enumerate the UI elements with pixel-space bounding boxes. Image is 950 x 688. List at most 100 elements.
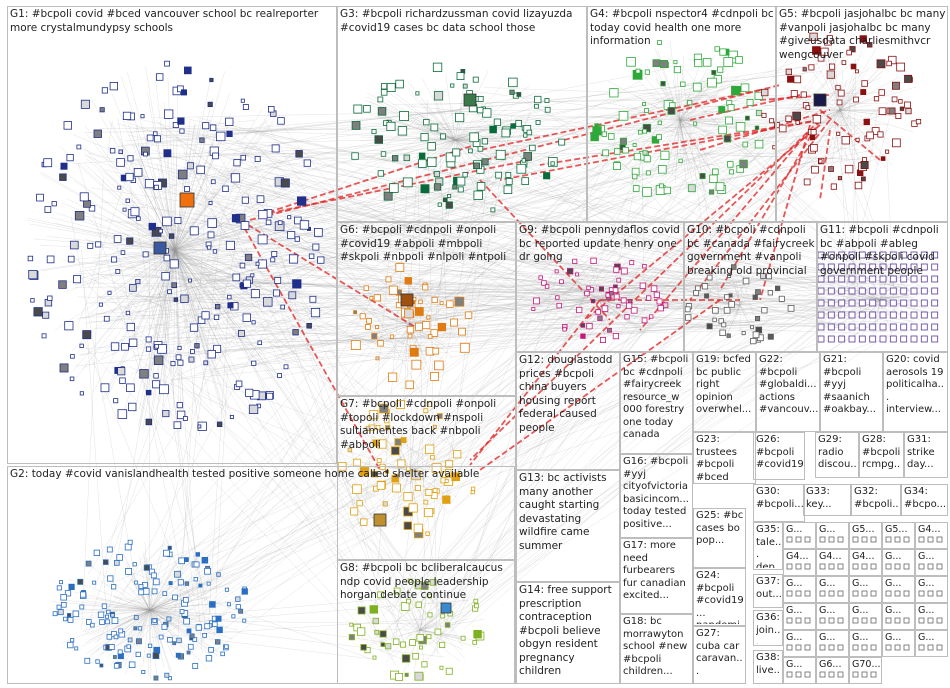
node-vertex	[103, 315, 110, 322]
node-vertex	[169, 259, 179, 269]
node-vertex	[56, 585, 62, 591]
edge-line	[174, 249, 234, 421]
node-vertex	[179, 609, 185, 614]
edge-line	[141, 249, 176, 337]
edge-line	[394, 469, 411, 529]
node-vertex	[168, 581, 173, 586]
edge-line-highlight	[819, 129, 831, 201]
edge-line	[454, 139, 499, 162]
edge-line	[679, 66, 700, 121]
edge-line	[436, 328, 860, 484]
node-vertex	[280, 304, 285, 310]
node-vertex	[516, 92, 522, 97]
node-vertex	[433, 171, 440, 178]
edge-line	[174, 122, 196, 251]
node-vertex	[477, 96, 484, 102]
edge-line	[145, 130, 720, 303]
node-vertex	[152, 652, 160, 660]
node-vertex	[167, 637, 173, 643]
edge-line	[673, 79, 681, 121]
edge-line	[267, 230, 380, 466]
edge-line	[73, 284, 763, 288]
edge-line	[132, 318, 703, 357]
edge-line	[454, 139, 497, 166]
edge-line	[174, 249, 194, 292]
edge-line	[355, 306, 411, 326]
node-vertex	[159, 384, 169, 395]
edge-line	[174, 249, 263, 370]
edge-line	[837, 284, 881, 301]
edge-line	[599, 259, 628, 301]
edge-line	[879, 299, 932, 314]
node-vertex	[209, 77, 214, 83]
edge-line	[398, 177, 909, 290]
edge-line	[161, 308, 604, 598]
node-vertex	[117, 185, 122, 190]
edge-line	[879, 266, 907, 301]
edge-line	[174, 175, 185, 251]
edge-line	[125, 157, 768, 314]
edge-line	[149, 609, 206, 617]
node-vertex	[154, 343, 160, 349]
edge-line	[839, 76, 900, 111]
mini-group-box: G...	[816, 603, 849, 630]
node-vertex	[287, 231, 296, 240]
node-vertex	[79, 391, 84, 396]
mini-group-label: G...	[819, 524, 836, 535]
edge-line	[832, 136, 891, 274]
edge-line	[174, 158, 215, 251]
edge-line	[839, 88, 896, 111]
edge-line-highlight	[239, 219, 421, 331]
node-vertex	[164, 672, 170, 678]
edge-line	[409, 443, 441, 471]
node-vertex	[208, 201, 213, 205]
edge-line	[383, 139, 456, 154]
edge-line	[416, 116, 513, 632]
node-vertex	[204, 623, 211, 630]
edge-line	[679, 89, 681, 121]
edge-line	[839, 109, 882, 151]
node-vertex	[415, 91, 420, 96]
node-vertex	[250, 289, 260, 299]
node-vertex	[95, 659, 100, 664]
edge-line	[406, 439, 411, 471]
edge-line	[444, 295, 735, 516]
edge-line	[174, 249, 203, 318]
edge-line	[158, 249, 176, 397]
edge-line	[839, 51, 862, 111]
edge-line	[427, 309, 845, 639]
node-vertex	[136, 216, 141, 221]
mini-group-label: G...	[918, 632, 935, 643]
edge-line	[535, 299, 601, 313]
edge-line	[149, 609, 189, 653]
group-box-g30: G30: #bcpoli...	[753, 484, 805, 522]
node-vertex	[88, 205, 96, 212]
node-vertex	[56, 604, 62, 610]
edge-line	[365, 139, 456, 164]
edge-line	[445, 73, 456, 141]
node-vertex	[67, 255, 75, 263]
node-vertex	[418, 159, 427, 168]
edge-line	[679, 119, 709, 134]
edge-line	[165, 284, 389, 656]
edge-line	[409, 456, 463, 471]
node-vertex	[202, 633, 207, 638]
node-vertex	[543, 172, 551, 180]
edge-line	[96, 295, 159, 322]
edge-line	[409, 468, 415, 471]
node-vertex	[174, 216, 182, 224]
node-vertex	[186, 650, 191, 655]
edge-line	[111, 122, 176, 251]
edge-line	[191, 145, 622, 653]
edge-line	[739, 301, 778, 306]
node-vertex	[141, 670, 146, 675]
edge-line	[364, 99, 456, 141]
node-vertex	[456, 72, 465, 80]
edge-line	[386, 324, 411, 342]
mini-group-label: G6...	[819, 659, 842, 670]
edge-line	[443, 314, 921, 622]
edge-line	[632, 119, 681, 150]
node-vertex	[125, 310, 131, 316]
node-vertex	[44, 206, 52, 213]
edge-line	[149, 575, 223, 611]
